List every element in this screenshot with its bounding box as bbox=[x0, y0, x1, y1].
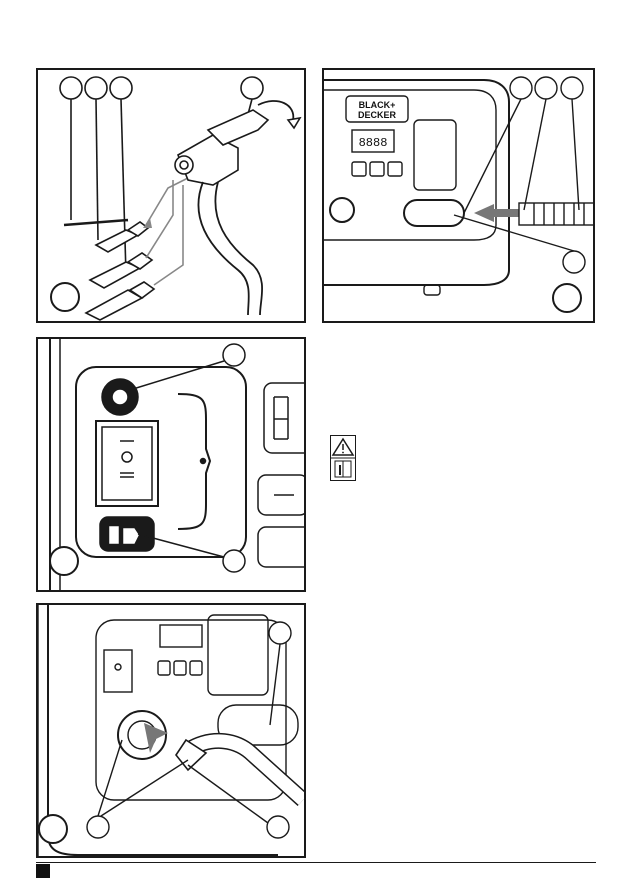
hose-connection-illustration: BLACK+ DECKER 8888 bbox=[324, 70, 595, 323]
warning-manual-symbols bbox=[330, 435, 356, 481]
callout-circle bbox=[110, 77, 132, 99]
air-port bbox=[404, 200, 464, 226]
figure-number-circle bbox=[51, 283, 79, 311]
hose-insertion-illustration bbox=[38, 605, 306, 858]
figure-hose-insertion bbox=[36, 603, 306, 858]
callout-circle bbox=[241, 77, 263, 99]
logo-line2: DECKER bbox=[358, 110, 397, 120]
page-number bbox=[36, 864, 50, 878]
nozzle-adapters-illustration bbox=[38, 70, 306, 323]
callout-circle bbox=[60, 77, 82, 99]
figure-nozzle-adapters bbox=[36, 68, 306, 323]
control-panel-illustration bbox=[38, 339, 306, 592]
display-readout: 8888 bbox=[359, 136, 388, 150]
footer-rule bbox=[36, 862, 596, 863]
logo-line1: BLACK+ bbox=[359, 100, 396, 110]
figure-hose-connection: BLACK+ DECKER 8888 bbox=[322, 68, 595, 323]
callout-circle bbox=[85, 77, 107, 99]
figure-control-panel bbox=[36, 337, 306, 592]
warning-triangle-icon bbox=[330, 435, 356, 481]
